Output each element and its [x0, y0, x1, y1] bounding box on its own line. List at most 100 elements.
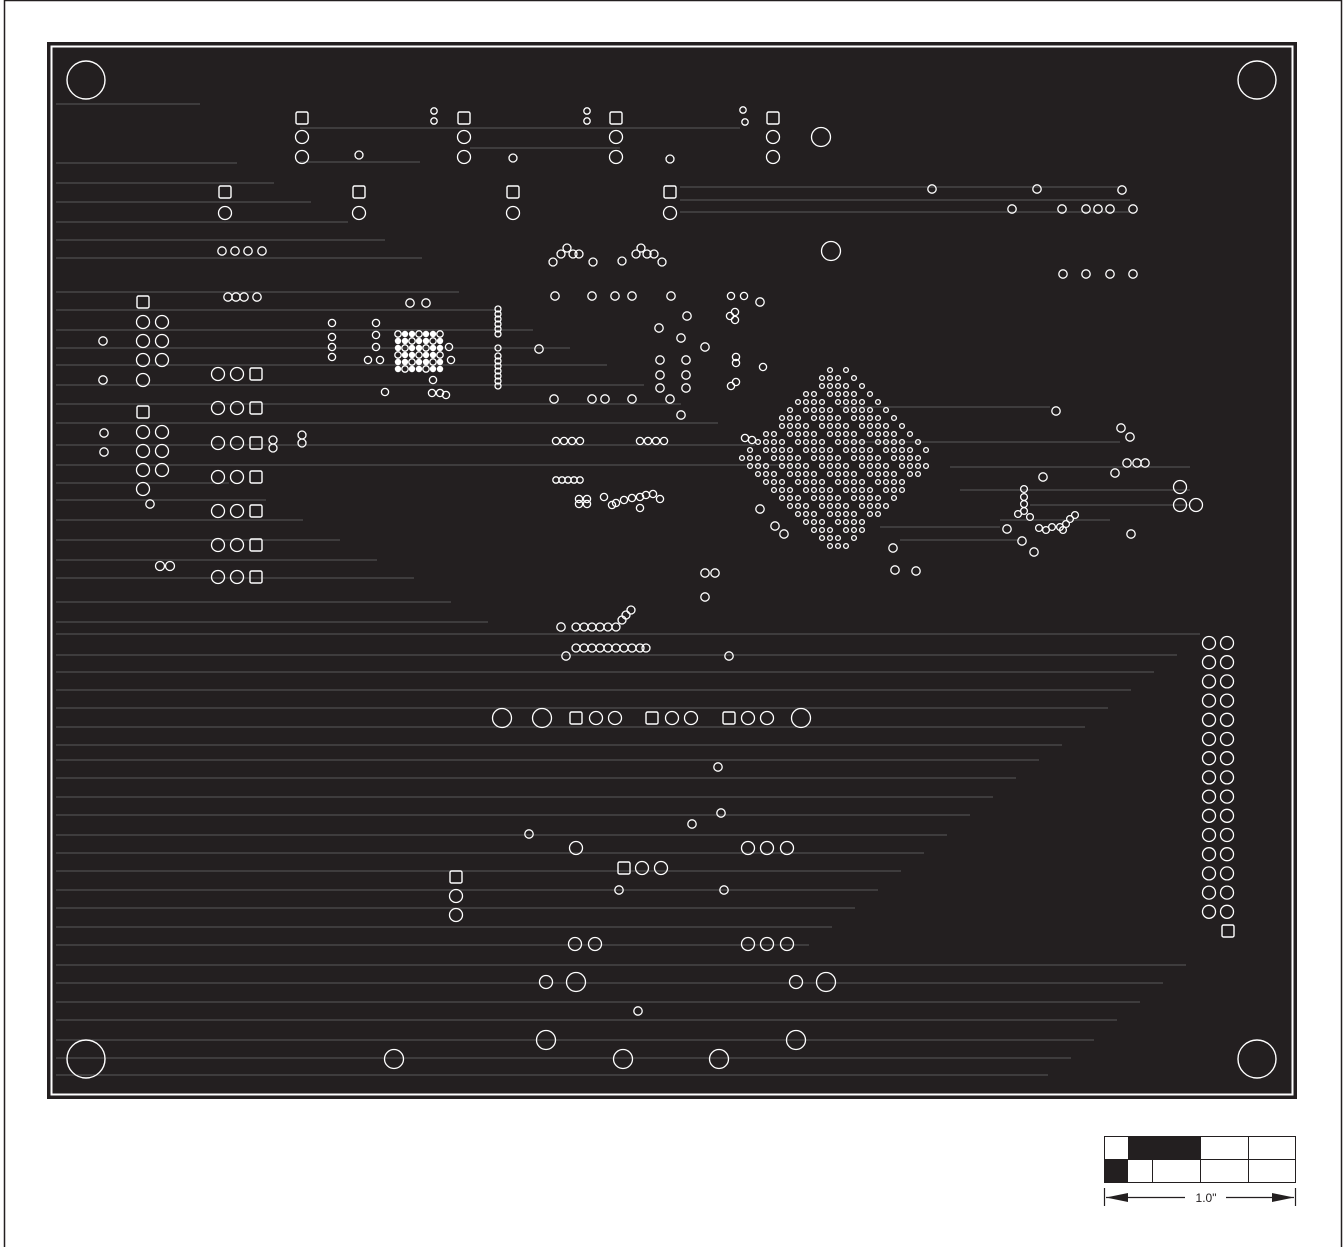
bga-via — [786, 462, 794, 470]
pad — [154, 424, 170, 440]
via — [890, 565, 900, 575]
bga-via — [842, 486, 850, 494]
connector-pad — [1219, 827, 1235, 843]
via — [700, 342, 710, 352]
bga-via — [826, 526, 834, 534]
bga-via — [818, 502, 826, 510]
bga-via — [810, 454, 818, 462]
via — [327, 332, 337, 342]
via — [561, 651, 571, 661]
bga-via — [866, 470, 874, 478]
pad — [135, 314, 151, 330]
pad — [210, 400, 226, 416]
bga-via — [850, 438, 858, 446]
via — [371, 318, 381, 328]
bga-via — [818, 382, 826, 390]
bga-via — [906, 446, 914, 454]
via — [676, 333, 686, 343]
mounting-hole — [1237, 1039, 1277, 1079]
bga-via — [778, 438, 786, 446]
via — [371, 342, 381, 352]
pad — [154, 352, 170, 368]
connector-pad — [1201, 827, 1217, 843]
connector-pad — [1219, 731, 1235, 747]
bga-via — [834, 374, 842, 382]
bga-via — [802, 438, 810, 446]
bga-via — [794, 502, 802, 510]
bga-via — [874, 438, 882, 446]
via-filled — [401, 351, 409, 359]
via — [716, 808, 726, 818]
via — [1105, 269, 1115, 279]
bga-via — [810, 398, 818, 406]
bga-via — [898, 438, 906, 446]
via — [633, 1006, 643, 1016]
connector-pad — [1201, 885, 1217, 900]
via — [268, 443, 278, 453]
pad — [135, 372, 151, 388]
via — [408, 337, 416, 345]
square-pad — [722, 711, 736, 725]
via — [1002, 524, 1012, 534]
via — [446, 355, 456, 365]
bga-via — [858, 494, 866, 502]
pad — [135, 462, 151, 478]
via — [1038, 472, 1048, 482]
via — [676, 410, 686, 420]
connector-pad — [1219, 751, 1235, 766]
pad — [154, 443, 170, 459]
via — [627, 493, 637, 503]
bga-via — [834, 398, 842, 406]
via-filled — [436, 337, 444, 345]
bga-via — [826, 446, 834, 454]
bga-via — [794, 494, 802, 502]
via — [430, 117, 438, 125]
bga-via — [762, 430, 770, 438]
via-filled — [394, 365, 402, 373]
via-filled — [408, 344, 416, 352]
bga-via — [906, 454, 914, 462]
square-pad — [506, 185, 520, 199]
via — [551, 436, 561, 446]
bga-via — [850, 534, 858, 542]
via — [422, 344, 430, 352]
bga-via — [834, 494, 842, 502]
pad — [653, 860, 669, 876]
bga-via — [786, 414, 794, 422]
pad — [135, 443, 151, 459]
pad — [229, 503, 245, 519]
via — [1032, 184, 1042, 194]
via — [574, 499, 584, 509]
bga-via — [842, 446, 850, 454]
via — [562, 243, 572, 253]
bga-via — [738, 454, 746, 462]
scale-arrow-left-icon — [1106, 1193, 1128, 1202]
bga-via — [890, 470, 898, 478]
via — [401, 365, 409, 373]
bga-via — [874, 494, 882, 502]
square-pad — [249, 470, 263, 484]
bga-via — [858, 414, 866, 422]
bga-via — [842, 502, 850, 510]
bga-via — [858, 526, 866, 534]
bga-via — [794, 510, 802, 518]
pad — [229, 469, 245, 485]
bga-via — [810, 390, 818, 398]
bga-via — [882, 502, 890, 510]
via-filled — [408, 365, 416, 373]
via — [98, 336, 108, 346]
bga-via — [866, 502, 874, 510]
via — [659, 436, 669, 446]
bga-via — [874, 430, 882, 438]
via — [494, 362, 502, 370]
via — [494, 352, 502, 360]
bga-via — [842, 542, 850, 550]
bga-via — [834, 414, 842, 422]
square-pad — [249, 367, 263, 381]
bga-via — [826, 406, 834, 414]
bga-via — [802, 470, 810, 478]
pad — [135, 424, 151, 440]
via — [583, 107, 591, 115]
pad — [210, 537, 226, 553]
pads-and-vias — [66, 60, 1277, 1079]
